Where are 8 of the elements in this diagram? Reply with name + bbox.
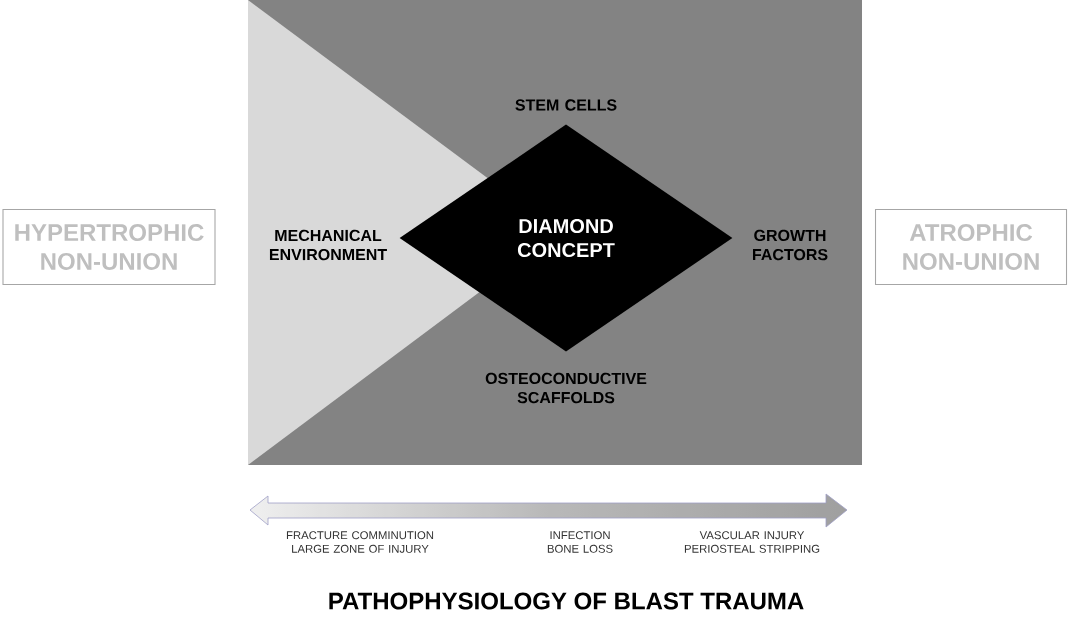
title: PATHOPHYSIOLOGY OF BLAST TRAUMA bbox=[329, 592, 804, 610]
non-union-box: HYPERTROPHIC NON-UNION bbox=[2, 208, 216, 286]
label-text: VASCULAR INJURY PERIOSTEAL STRIPPING bbox=[684, 531, 820, 553]
label-text: GROWTH FACTORS bbox=[753, 229, 828, 261]
label-text: OSTEOCONDUCTIVE SCAFFOLDS bbox=[485, 372, 647, 404]
label-text: INFECTION BONE LOSS bbox=[547, 531, 613, 553]
label-text: FRACTURE COMMINUTION LARGE ZONE OF INJURY bbox=[286, 531, 434, 553]
non-union-box: ATROPHIC NON-UNION bbox=[874, 208, 1068, 286]
